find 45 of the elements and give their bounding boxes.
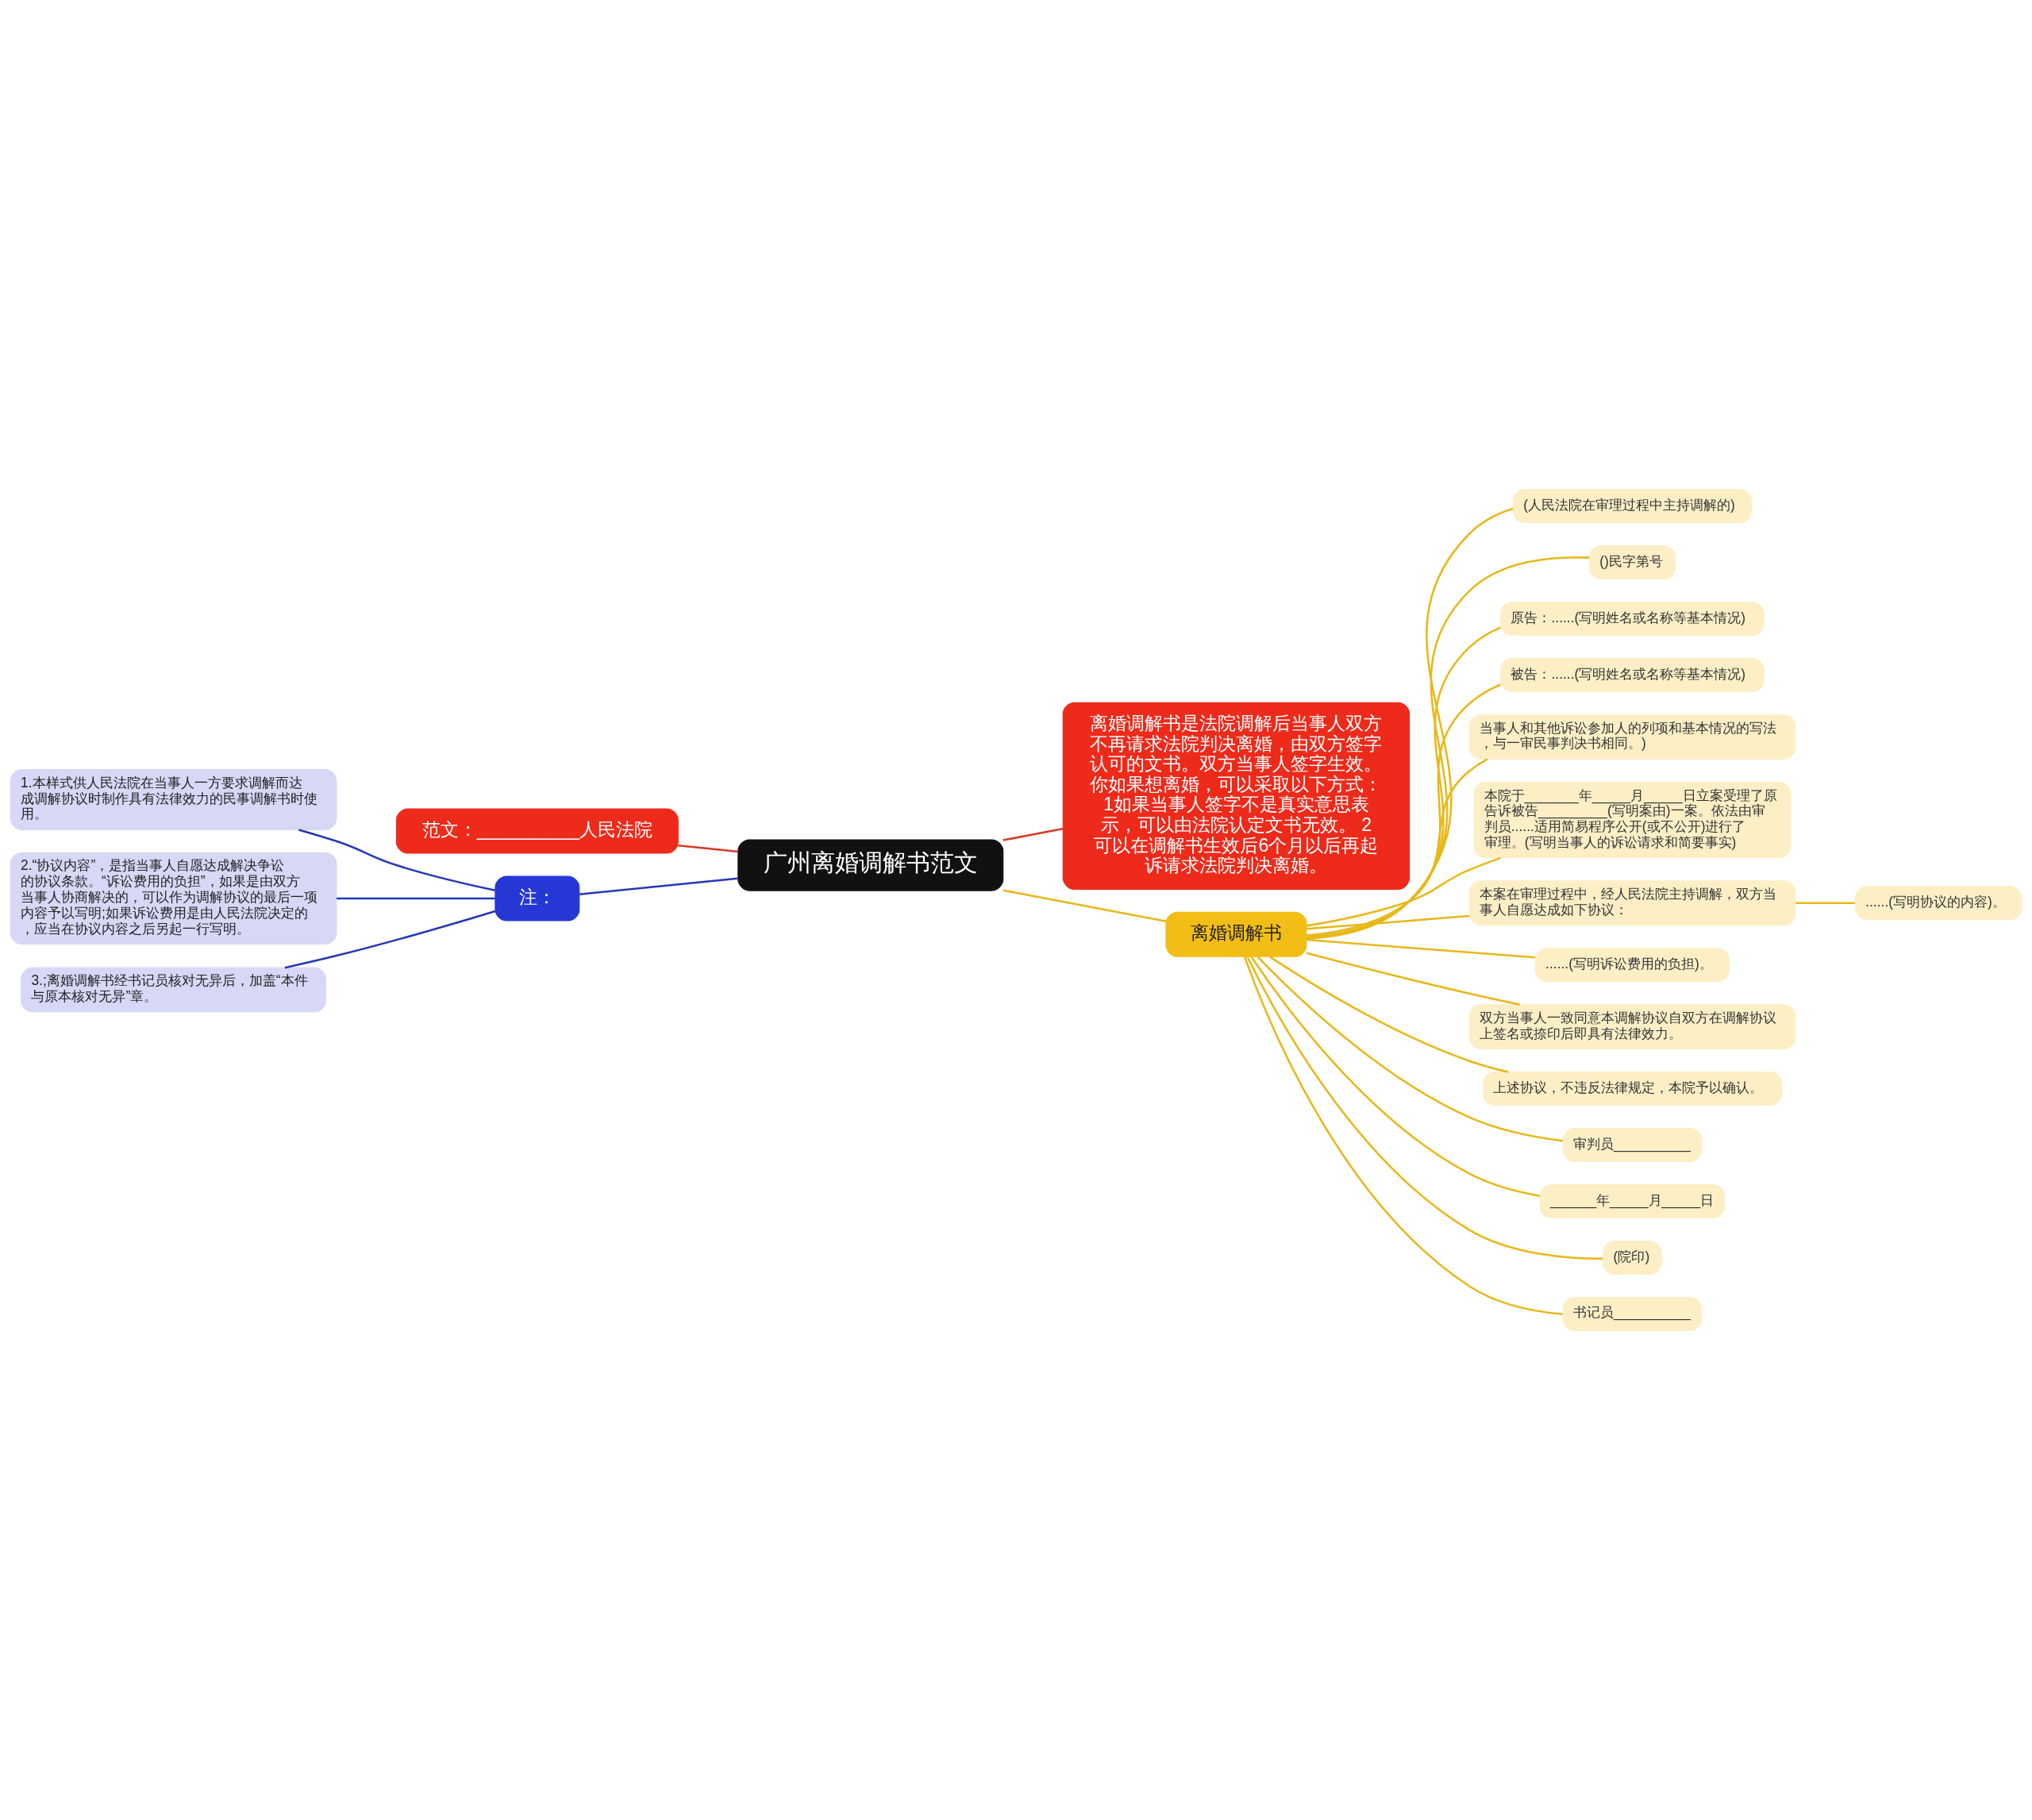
node-box: 上述协议，不违反法律规定，本院予以确认。 xyxy=(1483,1072,1782,1106)
node-box: 2.“协议内容”，是指当事人自愿达成解决争讼的协议条款。“诉讼费用的负担”，如果是由双方当事人协商解决的，可以作为调解协议的最后一项内容予以写明;如果诉讼费用是由人民法院决定的，应当在协议内容之后另起一行写明。 xyxy=(10,852,337,945)
node-box: 原告：......(写明姓名或名称等基本情况) xyxy=(1500,602,1765,637)
node-box: 1.本样式供人民法院在当事人一方要求调解而达成调解协议时制作具有法律效力的民事调解书时使用。 xyxy=(10,769,337,830)
connector xyxy=(1306,626,1501,939)
node-box: 离婚调解书是法院调解后当事人双方不再请求法院判决离婚，由双方签字认可的文书。双方当事人签字生效。你如果想离婚，可以采取以下方式： 1如果当事人签字不是真实意思表示，可以由法院认定文书无效。 2可以在调解书生效后6个月以后再起诉请求法院判决离婚。 xyxy=(1062,702,1410,890)
connector xyxy=(678,844,738,853)
node-box: ......(写明诉讼费用的负担)。 xyxy=(1534,948,1730,983)
node-box: 广州离婚调解书范文 xyxy=(737,839,1004,891)
connector xyxy=(1307,938,1536,959)
node-box: 离婚调解书 xyxy=(1165,911,1307,957)
connector xyxy=(1307,683,1502,938)
connector xyxy=(1003,827,1064,841)
connector xyxy=(298,829,496,891)
node-box: 本案在审理过程中，经人民法院主持调解，双方当事人自愿达成如下协议： xyxy=(1468,880,1796,926)
connector xyxy=(1243,956,1563,1316)
node-box: 3.;离婚调解书经书记员核对无异后，加盖“本件与原本核对无异”章。 xyxy=(21,967,327,1013)
node-box: 审判员__________ xyxy=(1562,1128,1703,1163)
connector xyxy=(1306,758,1488,937)
connector xyxy=(1246,956,1603,1260)
connector xyxy=(284,910,496,969)
node-box: 范文：__________人民法院 xyxy=(395,808,679,854)
node-box: (院印) xyxy=(1603,1240,1662,1275)
connector xyxy=(1306,556,1590,940)
node-box: 当事人和其他诉讼参加人的列项和基本情况的写法，与一审民事判决书相同。) xyxy=(1468,714,1796,760)
connector xyxy=(1306,856,1501,927)
connector xyxy=(1306,952,1520,1006)
connector xyxy=(1307,507,1514,940)
node-box: 书记员__________ xyxy=(1562,1296,1703,1331)
connector xyxy=(579,877,738,895)
node-box: 被告：......(写明姓名或名称等基本情况) xyxy=(1500,657,1765,692)
node-box: ______年_____月_____日 xyxy=(1539,1184,1726,1218)
connector xyxy=(1795,902,1855,905)
node-box: ()民字第号 xyxy=(1588,545,1676,580)
connector xyxy=(337,897,495,900)
node-box: 双方当事人一致同意本调解协议自双方在调解协议上签名或捺印后即具有法律效力。 xyxy=(1468,1004,1796,1050)
connector xyxy=(1307,914,1470,930)
connector xyxy=(1257,956,1564,1142)
connector xyxy=(1003,889,1167,922)
node-box: (人民法院在审理过程中主持调解的) xyxy=(1512,489,1753,524)
connector xyxy=(1268,956,1509,1073)
connector xyxy=(1250,956,1541,1197)
node-box: 本院于_______年_____月_____日立案受理了原告诉被告_________(写明案由)一案。依法由审判员......适用简易程序公开(或不公开)进行了审理。(写明当事人的诉讼请求和简要事实) xyxy=(1473,781,1791,859)
node-box: ......(写明协议的内容)。 xyxy=(1854,886,2022,921)
node-box: 注： xyxy=(495,875,580,922)
